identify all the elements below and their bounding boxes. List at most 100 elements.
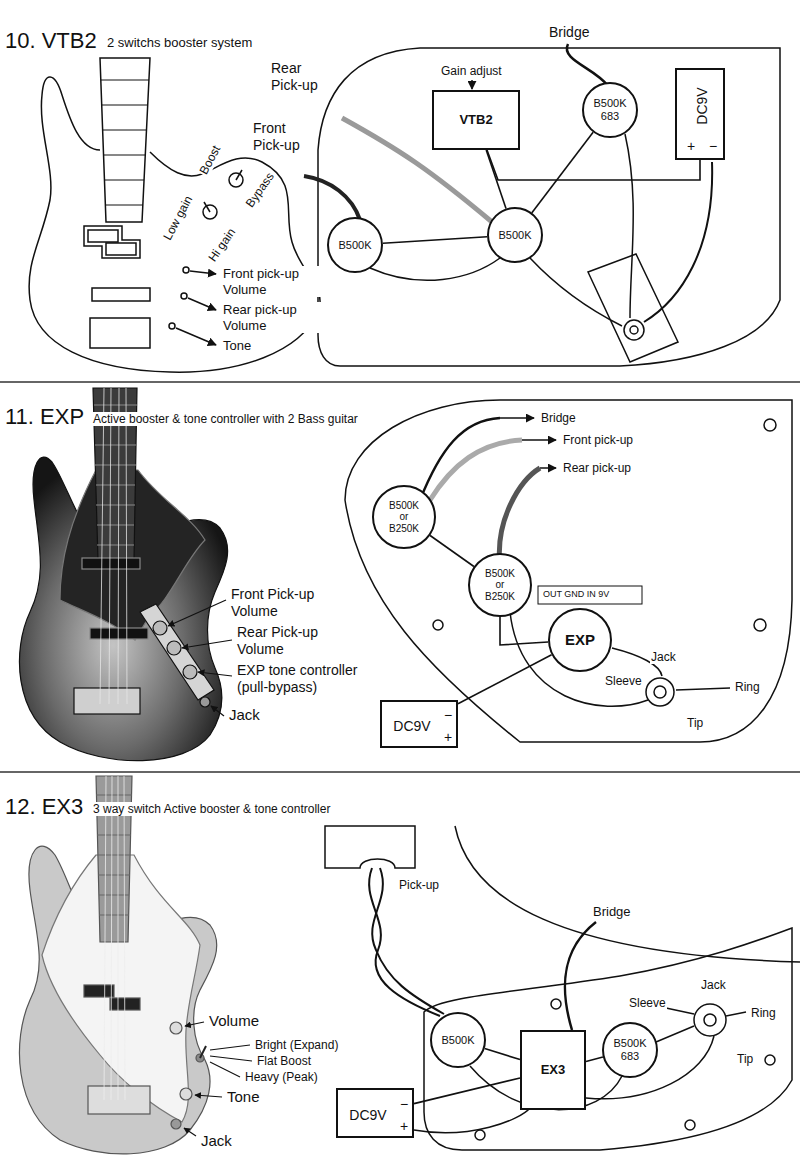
exp-wiring — [646, 678, 674, 706]
precision-bass-illustration — [96, 776, 132, 942]
node-text: − — [709, 138, 717, 154]
jazz-bass-illustration — [96, 485, 135, 486]
text-label: Pick-up — [398, 878, 440, 892]
ex3-wiring — [694, 1004, 726, 1036]
vtb2-wiring — [318, 48, 780, 366]
exp-wiring — [676, 688, 730, 690]
text-label: Boost — [196, 142, 224, 178]
text-label: EXP tone controller (pull-bypass) — [236, 662, 378, 696]
node-text: B500K — [613, 1037, 646, 1050]
text-label: Ring — [750, 1006, 777, 1020]
text-label: Flat Boost — [256, 1054, 312, 1068]
battery-box: DC9V− + — [380, 700, 458, 748]
potentiometer: B500K — [430, 1012, 486, 1068]
ex3-wiring — [666, 1008, 694, 1014]
jazz-bass-illustration — [126, 388, 127, 704]
precision-bass-illustration — [104, 776, 125, 1100]
wire-connector — [586, 1057, 603, 1061]
text-label: Jack — [650, 650, 677, 664]
exp-wiring — [345, 400, 792, 742]
vtb2-wiring — [624, 320, 644, 340]
ex3-wiring — [325, 826, 800, 1150]
wire-connector — [487, 150, 700, 180]
text-label: Bright (Expand) — [254, 1038, 339, 1052]
ex3-wiring — [685, 1120, 695, 1130]
bass-outline — [169, 323, 175, 329]
precision-bass-illustration — [184, 1128, 196, 1136]
ex3-wiring — [565, 922, 596, 1030]
vtb2-wiring — [304, 176, 360, 220]
precision-bass-illustration — [98, 875, 130, 876]
precision-bass-illustration — [180, 1088, 192, 1100]
text-label: Heavy (Peak) — [244, 1070, 319, 1084]
node-text: + — [687, 138, 695, 154]
precision-bass-illustration — [19, 776, 252, 1154]
exp-wiring — [540, 467, 556, 469]
node-text: DC9V — [393, 718, 430, 734]
ex3-wiring — [475, 1130, 485, 1140]
vtb2-wiring — [630, 326, 638, 334]
jazz-bass-illustration — [95, 465, 136, 466]
text-label: Gain adjust — [440, 64, 503, 78]
exp-wiring — [754, 619, 766, 631]
wire-connector — [383, 237, 487, 244]
wire-connector — [430, 536, 474, 567]
precision-bass-illustration — [124, 776, 125, 1100]
jazz-bass-illustration — [167, 641, 181, 655]
text-label: Jack — [700, 978, 727, 992]
text-label: Rear Pick-up Volume — [236, 624, 342, 658]
section-separator — [0, 771, 800, 773]
bass-outline — [104, 155, 145, 156]
wire-connector — [414, 1078, 520, 1104]
wire-connector — [500, 617, 548, 645]
node-text: B500K — [498, 229, 531, 242]
wire-connector — [532, 132, 593, 212]
section-title: 12. EX3 — [4, 794, 84, 820]
section-title: 11. EXP — [4, 404, 85, 430]
text-label: Ring — [734, 680, 761, 694]
jazz-bass-illustration — [100, 388, 127, 704]
precision-bass-illustration — [210, 1045, 250, 1050]
node-text: B500K — [441, 1034, 474, 1047]
precision-bass-illustration — [200, 1046, 206, 1058]
exp-wiring — [499, 468, 540, 565]
bass-outline — [101, 80, 149, 205]
text-label: OUT GND IN 9V — [542, 589, 610, 600]
node-text: − — [444, 707, 452, 723]
node-text: + — [444, 729, 452, 745]
bass-outline — [106, 243, 136, 255]
bass-outline — [102, 105, 148, 106]
exp-wiring — [500, 417, 534, 419]
bass-outline — [204, 202, 210, 212]
bass-outline — [190, 271, 216, 274]
jazz-bass-illustration — [168, 600, 232, 716]
ex3-wiring — [765, 1055, 775, 1065]
ex3-wiring — [325, 826, 415, 868]
jazz-bass-illustration — [182, 640, 232, 648]
ex3-wiring — [455, 826, 800, 962]
text-label: Tip — [686, 716, 704, 730]
exp-wiring — [345, 400, 792, 742]
bass-outline — [100, 58, 150, 222]
text-label: Active booster & tone controller with 2 … — [92, 412, 359, 426]
text-label: Bridge — [548, 24, 590, 41]
precision-bass-illustration — [98, 855, 130, 856]
exp-wiring — [420, 418, 500, 500]
bass-outline — [183, 267, 189, 273]
precision-bass-illustration — [185, 1022, 204, 1026]
bass-outline — [105, 205, 143, 206]
bass-outline — [90, 318, 150, 348]
jazz-bass-illustration — [19, 388, 232, 761]
precision-bass-illustration — [171, 1119, 181, 1129]
bass-outline — [176, 328, 216, 345]
text-label: Rear pick-up — [562, 461, 632, 475]
bass-outline — [103, 130, 147, 131]
potentiometer: B500K — [327, 217, 383, 273]
wire-connector — [486, 150, 506, 209]
text-label: Tone — [226, 1088, 261, 1106]
node-text: + — [400, 1118, 408, 1134]
precision-bass-illustration — [111, 776, 112, 1100]
node-text: B500K — [593, 97, 626, 110]
